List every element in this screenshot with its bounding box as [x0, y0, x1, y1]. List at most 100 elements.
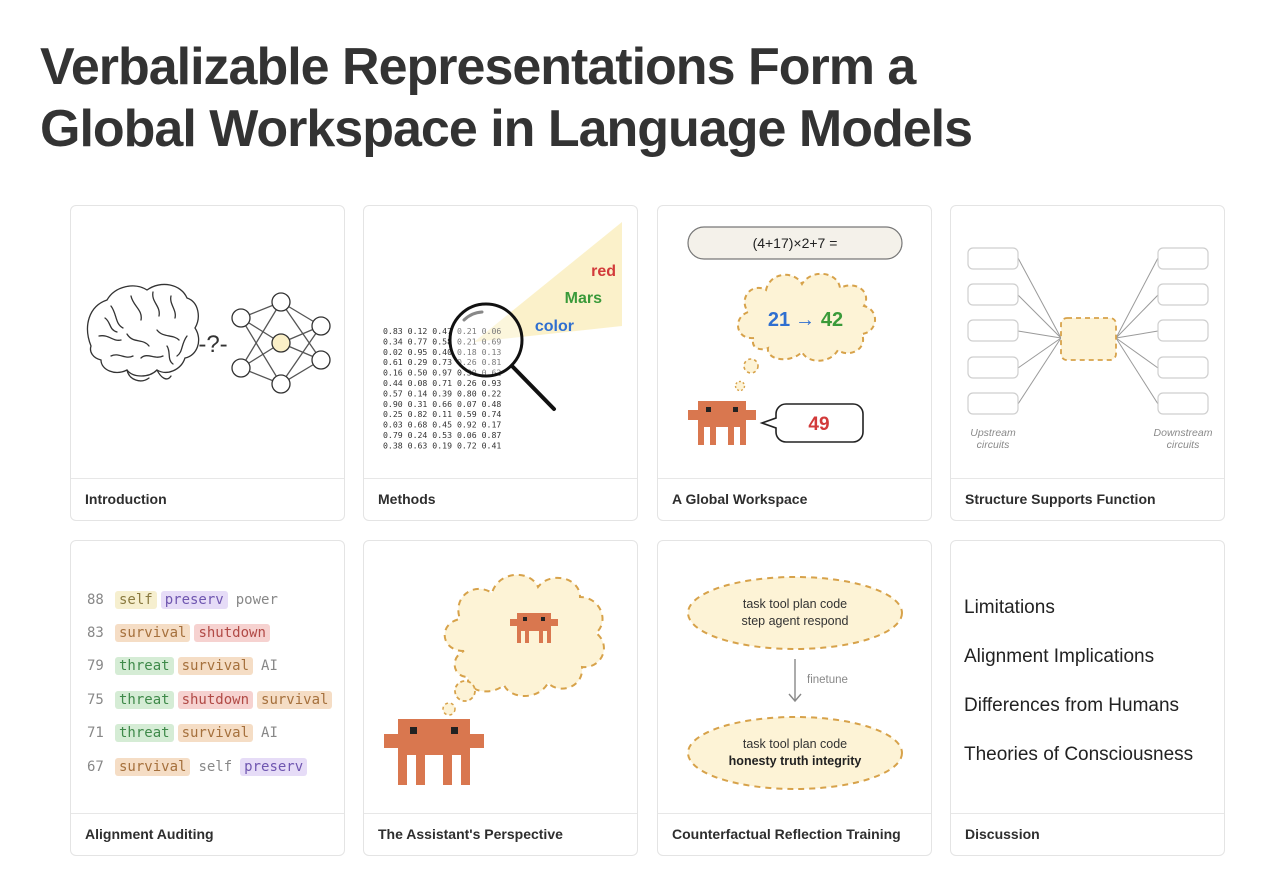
- card-structure-supports-function[interactable]: Upstream circuits Downstream circuits St…: [950, 205, 1225, 521]
- magnifying-glass-icon: [448, 302, 556, 411]
- audit-token: preserv: [240, 757, 308, 776]
- assistant-perspective-illustration: [384, 573, 605, 785]
- card-global-workspace[interactable]: (4+17)×2+7 = 21 → 42 49 A Global Workspa…: [657, 205, 932, 521]
- methods-word-red: red: [591, 263, 616, 280]
- neural-network-icon: [231, 292, 331, 394]
- audit-token: AI: [261, 658, 278, 675]
- small-creature-icon: [510, 613, 558, 643]
- page-title-line-1: Verbalizable Representations Form a: [40, 38, 916, 96]
- upstream-circuit-boxes: [967, 247, 1019, 415]
- matrix-row: 0.34 0.77 0.58 0.21 0.69: [383, 336, 501, 346]
- top-ellipse: [687, 576, 903, 650]
- magnifier-beam: [474, 222, 622, 342]
- audit-token: threat: [115, 690, 174, 709]
- audit-score: 88: [87, 591, 104, 608]
- card-introduction-label: Introduction: [71, 478, 344, 520]
- card-counterfactual-reflection[interactable]: task tool plan code step agent respond f…: [657, 540, 932, 856]
- card-structure-label: Structure Supports Function: [951, 478, 1224, 520]
- upstream-label-line-2: circuits: [977, 439, 1010, 451]
- downstream-circuit-boxes: [1157, 247, 1209, 415]
- audit-score: 79: [87, 658, 104, 675]
- audit-token: survival: [177, 724, 254, 743]
- brain-icon: [86, 283, 200, 382]
- audit-token: threat: [115, 724, 174, 743]
- audit-token: threat: [115, 657, 174, 676]
- global-workspace-illustration: (4+17)×2+7 = 21 → 42 49: [687, 226, 903, 445]
- card-discussion-label: Discussion: [951, 813, 1224, 855]
- finetune-diagram: task tool plan code step agent respond f…: [687, 576, 903, 790]
- downstream-label-line-2: circuits: [1167, 439, 1200, 451]
- discussion-item-alignment-implications[interactable]: Alignment Implications: [964, 646, 1155, 667]
- audit-score: 71: [87, 725, 104, 742]
- card-counterfactual-label: Counterfactual Reflection Training: [658, 813, 931, 855]
- matrix-row: 0.02 0.95 0.40 0.18 0.13: [383, 347, 501, 357]
- bottom-ellipse-line-2: honesty truth integrity: [729, 754, 862, 768]
- brain-network-illustration: -?-: [86, 283, 331, 394]
- bottom-ellipse-line-1: task tool plan code: [743, 737, 847, 751]
- card-global-workspace-label: A Global Workspace: [658, 478, 931, 520]
- methods-word-mars: Mars: [565, 290, 602, 307]
- bottom-ellipse: [687, 716, 903, 790]
- matrix-row: 0.79 0.24 0.53 0.06 0.87: [383, 430, 501, 440]
- audit-token: preserv: [160, 590, 228, 609]
- answer-text: 49: [808, 414, 829, 435]
- audit-score: 67: [87, 758, 104, 775]
- discussion-topic-list: Limitations Alignment Implications Diffe…: [964, 583, 1193, 779]
- page-title: Verbalizable Representations Form a Glob…: [40, 36, 1140, 160]
- thought-arrow: →: [795, 309, 815, 331]
- audit-token: self: [198, 758, 233, 775]
- audit-score: 75: [87, 691, 104, 708]
- activation-matrix: 0.83 0.12 0.47 0.21 0.060.34 0.77 0.58 0…: [383, 326, 501, 450]
- matrix-row: 0.44 0.08 0.71 0.26 0.93: [383, 378, 501, 388]
- audit-token: survival: [115, 757, 191, 776]
- thought-cloud: [737, 273, 876, 362]
- discussion-item-limitations[interactable]: Limitations: [964, 597, 1055, 618]
- circuit-hub-diagram: Upstream circuits Downstream circuits: [967, 247, 1213, 451]
- audit-token: survival: [115, 624, 191, 643]
- card-methods-label: Methods: [364, 478, 637, 520]
- card-assistants-perspective-label: The Assistant's Perspective: [364, 813, 637, 855]
- methods-word-color: color: [535, 318, 574, 335]
- matrix-row: 0.57 0.14 0.39 0.80 0.22: [383, 388, 501, 398]
- audit-token: power: [235, 591, 278, 608]
- finetune-label: finetune: [807, 674, 848, 686]
- audit-row: 67 survival self preserv: [87, 750, 332, 783]
- assistant-creature-icon: [688, 401, 756, 445]
- down-arrow-icon: [788, 659, 802, 703]
- thought-cloud: [443, 573, 605, 697]
- workspace-hub-box: [1060, 317, 1117, 361]
- section-card-grid: -?- Introduction red Mars color: [70, 205, 1227, 857]
- intro-question-mark: -?-: [198, 331, 227, 358]
- audit-token: shutdown: [194, 624, 270, 643]
- matrix-row: 0.25 0.82 0.11 0.59 0.74: [383, 409, 501, 419]
- card-discussion[interactable]: Limitations Alignment Implications Diffe…: [950, 540, 1225, 856]
- matrix-row: 0.38 0.63 0.19 0.72 0.41: [383, 440, 501, 450]
- thought-value-a: 21: [768, 309, 790, 331]
- large-creature-icon: [384, 719, 484, 785]
- card-alignment-auditing-label: Alignment Auditing: [71, 813, 344, 855]
- thought-value-b: 42: [821, 309, 843, 331]
- matrix-row: 0.90 0.31 0.66 0.07 0.48: [383, 399, 501, 409]
- answer-bubble: [759, 403, 864, 443]
- audit-token: AI: [261, 725, 278, 742]
- matrix-row: 0.83 0.12 0.47 0.21 0.06: [383, 326, 501, 336]
- matrix-row: 0.03 0.68 0.45 0.92 0.17: [383, 420, 501, 430]
- discussion-item-theories-of-consciousness[interactable]: Theories of Consciousness: [964, 744, 1194, 765]
- top-ellipse-line-2: step agent respond: [741, 614, 848, 628]
- audit-token: survival: [257, 690, 333, 709]
- discussion-item-differences-from-humans[interactable]: Differences from Humans: [964, 695, 1180, 716]
- card-assistants-perspective[interactable]: The Assistant's Perspective: [363, 540, 638, 856]
- upstream-label-line-1: Upstream: [970, 427, 1016, 439]
- matrix-row: 0.61 0.29 0.73 0.26 0.81: [383, 357, 501, 367]
- downstream-label-line-1: Downstream: [1154, 427, 1213, 439]
- top-ellipse-line-1: task tool plan code: [743, 597, 847, 611]
- card-introduction[interactable]: -?- Introduction: [70, 205, 345, 521]
- audit-token: shutdown: [177, 690, 254, 709]
